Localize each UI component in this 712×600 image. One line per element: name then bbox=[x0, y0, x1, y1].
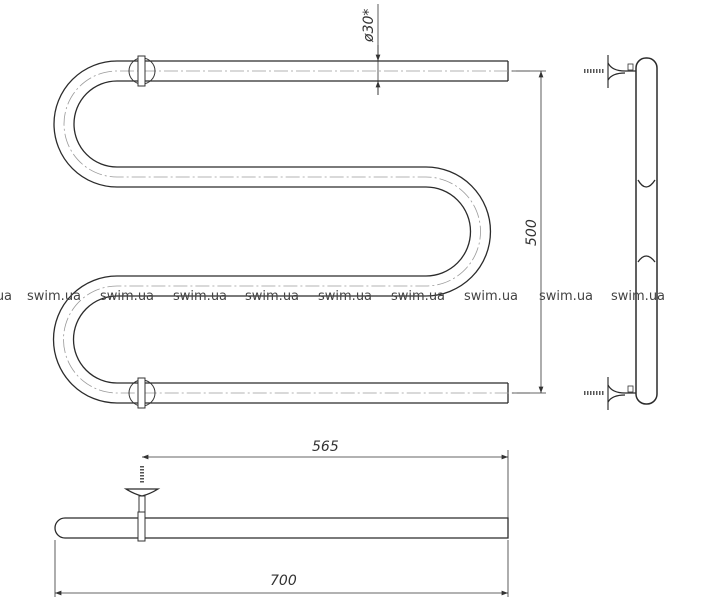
diameter-dimension: ø30* bbox=[361, 4, 381, 95]
bottom-clamp bbox=[128, 377, 156, 409]
front-view-towel-rail bbox=[52, 55, 530, 409]
watermark: swim.ua bbox=[611, 289, 666, 304]
watermark: swim.ua bbox=[173, 289, 228, 304]
pipe-inner-contour bbox=[72, 80, 508, 384]
watermark: swim.ua bbox=[318, 289, 373, 304]
plan-view bbox=[54, 466, 509, 542]
width-dimension: 700 bbox=[54, 540, 509, 597]
side-view bbox=[584, 55, 658, 410]
watermark: swim.ua bbox=[539, 289, 594, 304]
top-clamp bbox=[128, 55, 156, 87]
pipe-centerline bbox=[63, 70, 530, 394]
mount-distance-dimension: 565 bbox=[142, 439, 509, 518]
wall-mount-bottom bbox=[584, 377, 636, 410]
height-dimension: 500 bbox=[512, 70, 546, 394]
width-label: 700 bbox=[270, 573, 297, 589]
diameter-label: ø30* bbox=[361, 9, 377, 43]
watermark: swim.ua bbox=[0, 289, 13, 304]
wall-mount-top bbox=[584, 55, 636, 88]
watermark: swim.ua bbox=[245, 289, 300, 304]
height-label: 500 bbox=[524, 219, 540, 246]
watermark: swim.ua bbox=[464, 289, 519, 304]
mount-distance-label: 565 bbox=[312, 439, 339, 455]
watermark: swim.ua bbox=[100, 289, 155, 304]
watermark: swim.ua bbox=[27, 289, 82, 304]
watermark: swim.ua bbox=[391, 289, 446, 304]
pipe-outer-contour bbox=[52, 60, 508, 404]
